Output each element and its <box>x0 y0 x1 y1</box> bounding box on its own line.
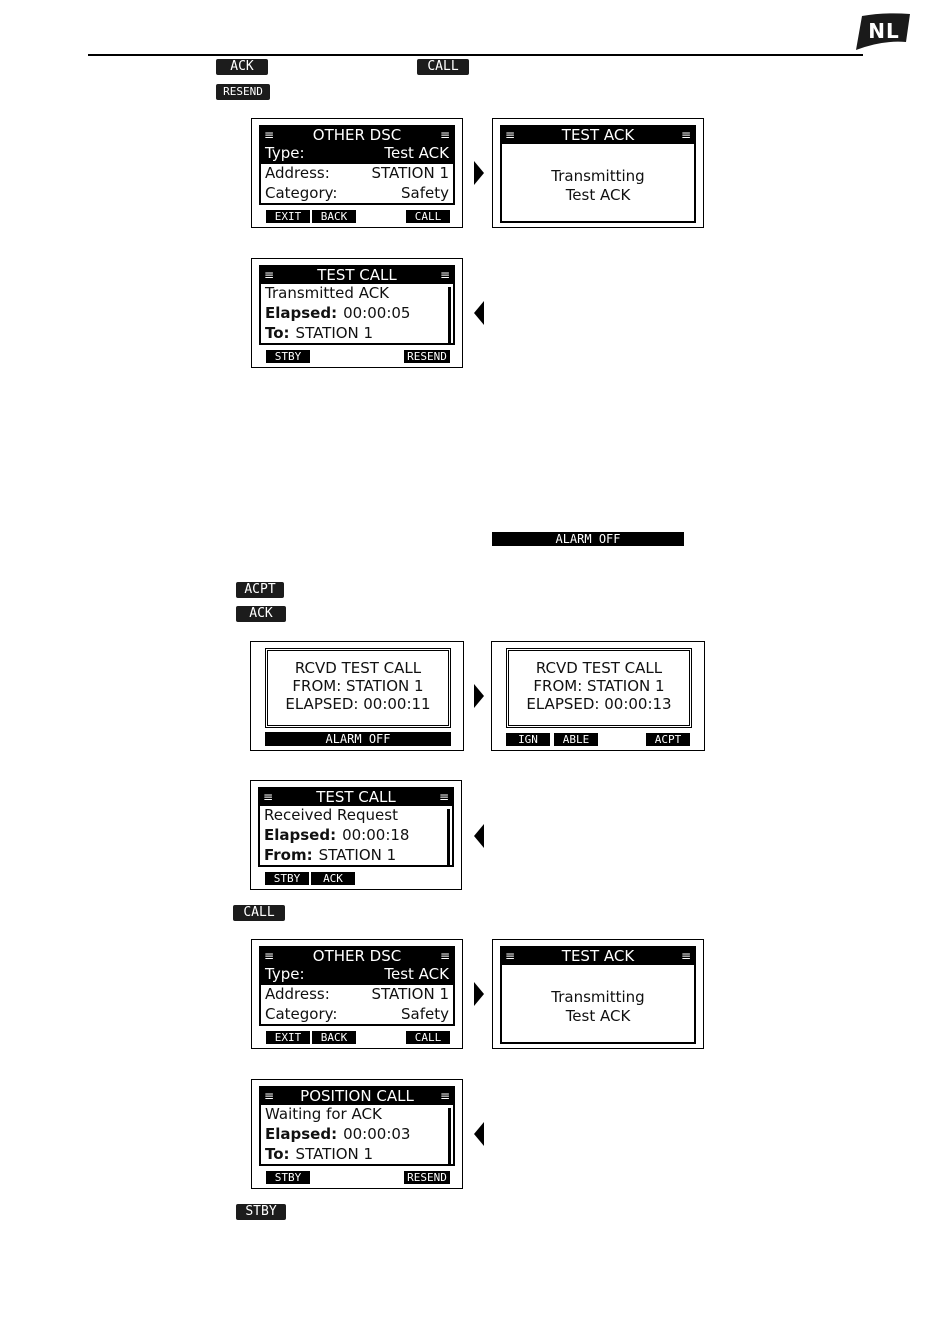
row-category: Category:Safety <box>265 1005 449 1023</box>
scrollbar <box>448 1108 451 1164</box>
language-badge: NL <box>856 12 912 52</box>
softkey-stby: STBY <box>266 350 310 363</box>
arrow-left-icon <box>474 301 484 325</box>
row-address: Address:STATION 1 <box>265 985 449 1003</box>
row-type: Type:Test ACK <box>261 965 453 985</box>
softkey-call: CALL <box>406 210 450 223</box>
screen-test-call-2: ≡TEST CALL≡ Received Request Elapsed:00:… <box>250 780 462 890</box>
rcvd-line-2: FROM: STATION 1 <box>533 677 665 695</box>
screen-title: TEST ACK <box>561 947 635 965</box>
scrollbar <box>448 287 451 343</box>
rcvd-line-2: FROM: STATION 1 <box>292 677 424 695</box>
status-line-1: Transmitting <box>551 988 645 1006</box>
softkey-exit: EXIT <box>266 210 310 223</box>
screen-position-call: ≡POSITION CALL≡ Waiting for ACK Elapsed:… <box>251 1079 463 1189</box>
ack-key: ACK <box>216 59 268 75</box>
status-row: Received Request <box>264 806 398 824</box>
screen-title: TEST ACK <box>561 126 635 144</box>
ack-key-2: ACK <box>236 606 286 622</box>
arrow-left-icon <box>474 1122 484 1146</box>
screen-other-dsc-1: ≡OTHER DSC≡ Type:Test ACK Address:STATIO… <box>251 118 463 228</box>
status-line-2: Test ACK <box>565 1007 631 1025</box>
softkey-resend: RESEND <box>404 350 450 363</box>
softkey-stby: STBY <box>265 872 309 885</box>
row-address: Address:STATION 1 <box>265 164 449 182</box>
row-type: Type:Test ACK <box>261 144 453 164</box>
screen-title: OTHER DSC <box>312 126 402 144</box>
arrow-right-icon <box>474 161 484 185</box>
arrow-right-icon <box>474 684 484 708</box>
badge-label: NL <box>868 19 900 43</box>
acpt-key: ACPT <box>236 582 284 598</box>
status-row: Transmitted ACK <box>265 284 390 302</box>
softkey-acpt: ACPT <box>646 733 690 746</box>
softkey-call: CALL <box>406 1031 450 1044</box>
screen-title: POSITION CALL <box>300 1087 414 1105</box>
softkey-ack: ACK <box>311 872 355 885</box>
softkey-resend: RESEND <box>404 1171 450 1184</box>
status-line-2: Test ACK <box>565 186 631 204</box>
rcvd-line-3: ELAPSED: 00:00:11 <box>285 695 431 713</box>
stby-key: STBY <box>236 1204 286 1220</box>
elapsed-row: Elapsed:00:00:05 <box>265 304 411 322</box>
alarm-off-key: ALARM OFF <box>492 532 684 546</box>
screen-test-ack-2: ≡TEST ACK≡ Transmitting Test ACK <box>492 939 704 1049</box>
arrow-left-icon <box>474 824 484 848</box>
screen-title: TEST CALL <box>317 266 397 284</box>
to-row: To:STATION 1 <box>265 324 374 342</box>
elapsed-row: Elapsed:00:00:18 <box>264 826 410 844</box>
elapsed-row: Elapsed:00:00:03 <box>265 1125 411 1143</box>
softkey-back: BACK <box>312 210 356 223</box>
screen-test-ack-1: ≡TEST ACK≡ Transmitting Test ACK <box>492 118 704 228</box>
call-key-2: CALL <box>233 905 285 921</box>
softkey-alarm-off: ALARM OFF <box>265 732 451 746</box>
softkey-back: BACK <box>312 1031 356 1044</box>
softkey-exit: EXIT <box>266 1031 310 1044</box>
status-line-1: Transmitting <box>551 167 645 185</box>
scrollbar <box>447 809 450 865</box>
rcvd-line-1: RCVD TEST CALL <box>535 659 663 677</box>
screen-rcvd-test-call-2: RCVD TEST CALL FROM: STATION 1 ELAPSED: … <box>491 641 705 751</box>
softkey-able: ABLE <box>554 733 598 746</box>
header-rule <box>88 54 863 56</box>
call-key: CALL <box>417 59 469 75</box>
status-row: Waiting for ACK <box>265 1105 382 1123</box>
softkey-ign: IGN <box>506 733 550 746</box>
rcvd-line-1: RCVD TEST CALL <box>294 659 422 677</box>
to-row: To:STATION 1 <box>265 1145 374 1163</box>
screen-test-call-1: ≡TEST CALL≡ Transmitted ACK Elapsed:00:0… <box>251 258 463 368</box>
arrow-right-icon <box>474 982 484 1006</box>
from-row: From:STATION 1 <box>264 846 397 864</box>
rcvd-line-3: ELAPSED: 00:00:13 <box>526 695 672 713</box>
softkey-stby: STBY <box>266 1171 310 1184</box>
screen-rcvd-test-call-1: RCVD TEST CALL FROM: STATION 1 ELAPSED: … <box>250 641 464 751</box>
screen-title: OTHER DSC <box>312 947 402 965</box>
flag-icon <box>856 13 910 51</box>
row-category: Category:Safety <box>265 184 449 202</box>
screen-other-dsc-2: ≡OTHER DSC≡ Type:Test ACK Address:STATIO… <box>251 939 463 1049</box>
screen-title: TEST CALL <box>316 788 396 806</box>
resend-key: RESEND <box>216 84 270 100</box>
